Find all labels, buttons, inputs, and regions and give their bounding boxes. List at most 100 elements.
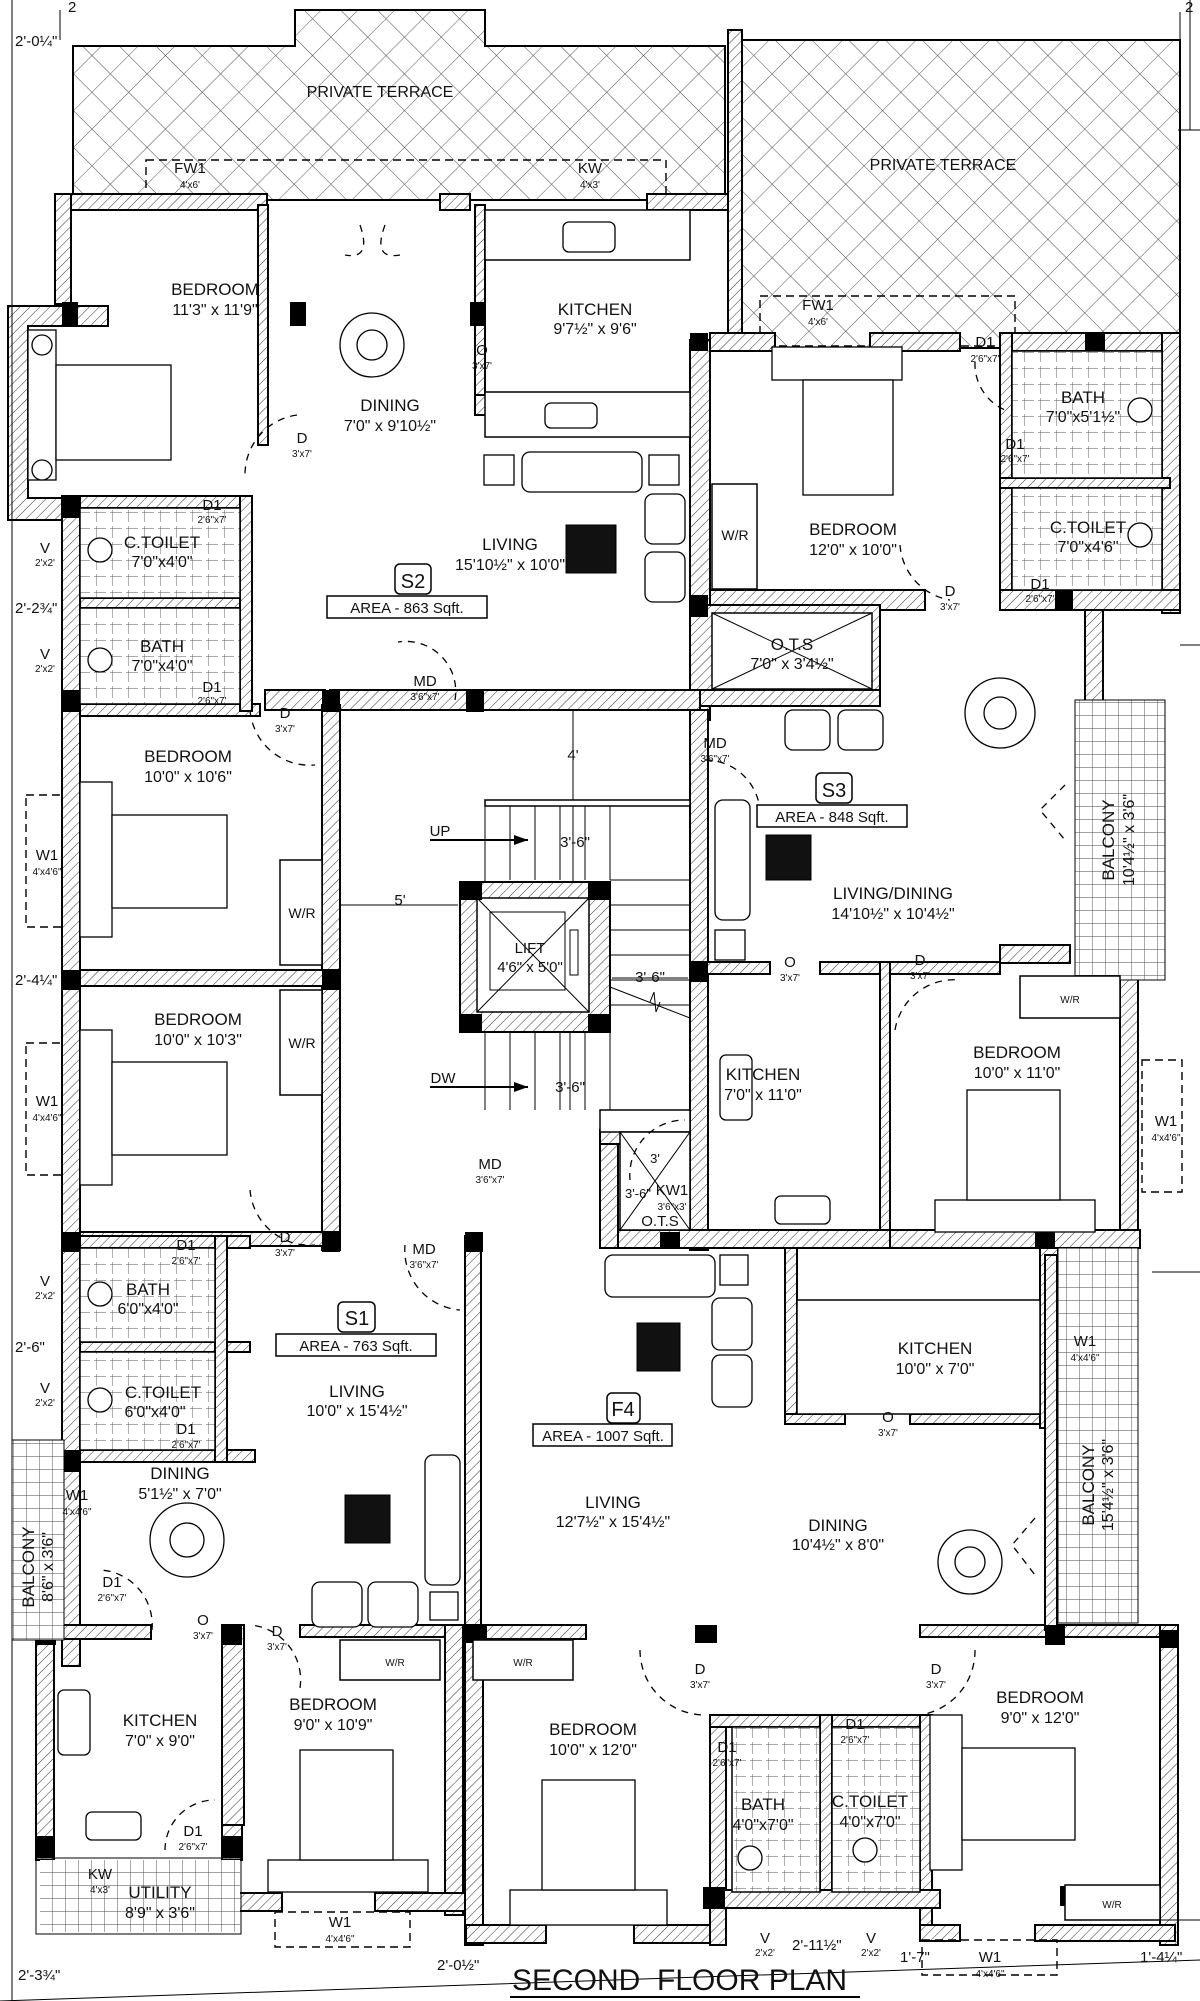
wall bbox=[79, 1449, 256, 1463]
ots-cross bbox=[711, 612, 873, 690]
s2-bed3-size: 10'0" x 10'3" bbox=[154, 1032, 242, 1049]
door-d1-size: 2'6"x7' bbox=[178, 1842, 207, 1853]
window-w1-size: 4'x4'6" bbox=[1151, 1133, 1181, 1144]
s1-living-size: 10'0" x 15'4½" bbox=[306, 1403, 407, 1420]
window-w1-label: W1 bbox=[1155, 1113, 1178, 1130]
opening-o-label: O bbox=[197, 1612, 209, 1629]
window-v-size: 2'x2' bbox=[861, 1948, 881, 1959]
door-d1-size: 2'6"x7' bbox=[197, 696, 226, 707]
door-d-label: D bbox=[272, 1623, 283, 1640]
s2-bed3-label: BEDROOM bbox=[154, 1010, 242, 1029]
door-d1-size: 2'6"x7' bbox=[1025, 594, 1054, 605]
door-d1-label: D1 bbox=[717, 1739, 736, 1756]
wall bbox=[1034, 1924, 1176, 1942]
f4-ctoilet-size: 4'0"x7'0" bbox=[839, 1814, 900, 1831]
door-d-size: 3'x7' bbox=[275, 724, 295, 735]
ots-small-label: O.T.S bbox=[641, 1213, 679, 1230]
s3-living-label: LIVING/DINING bbox=[833, 884, 953, 903]
unit-id: F4 bbox=[611, 1399, 634, 1421]
ots-size: 7'0" x 3'4½" bbox=[750, 656, 833, 673]
window-w1-label: W1 bbox=[36, 847, 59, 864]
wall bbox=[79, 969, 341, 987]
opening-o-label: O bbox=[476, 342, 488, 359]
window-w1-size: 4'x4'6" bbox=[62, 1507, 92, 1518]
f4-ctoilet-floor bbox=[831, 1726, 921, 1893]
window-v-label: V bbox=[866, 1930, 876, 1947]
s2-living-label: LIVING bbox=[482, 535, 538, 554]
door-d1-label: D1 bbox=[975, 334, 994, 351]
door-md-size: 3'6"x7' bbox=[475, 1175, 504, 1186]
s3-bath-label: BATH bbox=[1061, 388, 1105, 407]
s1-bedroom-size: 9'0" x 10'9" bbox=[294, 1717, 373, 1734]
door-d1-label: D1 bbox=[176, 1421, 195, 1438]
s3-bed2-label: BEDROOM bbox=[973, 1043, 1061, 1062]
dim-bottom-mid: 2'-0½" bbox=[437, 1957, 479, 1974]
f4-bath-size: 4'0"x7'0" bbox=[732, 1817, 793, 1834]
wardrobe-label: W/R bbox=[385, 1658, 404, 1669]
window-w1-label: W1 bbox=[1074, 1333, 1097, 1350]
dim-3-6-kw1: 3'-6" bbox=[625, 1186, 651, 1201]
s1-balcony-label: BALCONY bbox=[19, 1526, 38, 1607]
s1-utility-label: UTILITY bbox=[128, 1883, 191, 1902]
lift-label: LIFT bbox=[515, 940, 546, 957]
s3-bed2-size: 10'0" x 11'0" bbox=[974, 1065, 1061, 1082]
dim-left-2: 2'-4¼" bbox=[15, 972, 57, 989]
door-d-size: 3'x7' bbox=[910, 971, 930, 982]
dim-4ft: 4' bbox=[567, 747, 578, 764]
wall bbox=[784, 1247, 798, 1424]
s2-dining-size: 7'0" x 9'10½" bbox=[344, 418, 436, 435]
dim-left-1: 2'-2¾" bbox=[15, 600, 57, 617]
f4-kitchen-label: KITCHEN bbox=[898, 1339, 973, 1358]
kw-utility-size: 4'x3' bbox=[90, 1885, 110, 1896]
wall bbox=[464, 1235, 482, 1637]
door-d-size: 3'x7' bbox=[690, 1680, 710, 1691]
s1-dining-label: DINING bbox=[150, 1464, 210, 1483]
s3-balcony-floor bbox=[1075, 700, 1165, 980]
door-d1-label: D1 bbox=[1030, 576, 1049, 593]
wall bbox=[599, 1129, 619, 1249]
window-w1-size: 4'x4'6" bbox=[1070, 1353, 1100, 1364]
wall bbox=[889, 1229, 1141, 1249]
door-d1-size: 2'6"x7' bbox=[197, 515, 226, 526]
wall bbox=[727, 29, 743, 341]
s1-bath-label: BATH bbox=[126, 1280, 170, 1299]
s1-kitchen-size: 7'0" x 9'0" bbox=[125, 1733, 195, 1750]
wall bbox=[465, 1924, 547, 1944]
wall bbox=[79, 703, 261, 717]
room-labels: BEDROOM 11'3" x 11'9" DINING 7'0" x 9'10… bbox=[19, 280, 1138, 1922]
dim-bottom-left: 2'-3¾" bbox=[18, 1967, 60, 1984]
unit-tag-s2: S2 AREA - 863 Sqft. bbox=[326, 563, 488, 619]
door-d1-size: 2'6"x7' bbox=[712, 1758, 741, 1769]
wall bbox=[999, 944, 1071, 964]
lift bbox=[459, 881, 611, 1033]
fw1-right-label: FW1 bbox=[802, 297, 834, 314]
door-d1-label: D1 bbox=[202, 497, 221, 514]
s3-ctoilet-size: 7'0"x4'6" bbox=[1057, 539, 1118, 556]
window-v-size: 2'x2' bbox=[755, 1948, 775, 1959]
terrace-left-label: PRIVATE TERRACE bbox=[307, 84, 454, 101]
door-md-label: MD bbox=[703, 735, 726, 752]
door-d1-label: D1 bbox=[845, 1716, 864, 1733]
f4-bedroom-label: BEDROOM bbox=[549, 1720, 637, 1739]
door-d-label: D bbox=[280, 705, 291, 722]
door-d-size: 3'x7' bbox=[267, 1642, 287, 1653]
s3-kitchen-label: KITCHEN bbox=[726, 1065, 801, 1084]
s1-dining-size: 5'1½" x 7'0" bbox=[138, 1486, 221, 1503]
dim-3-6-up: 3'-6" bbox=[560, 834, 590, 851]
wall bbox=[599, 1229, 891, 1249]
door-md-size: 3'6"x7' bbox=[410, 692, 439, 703]
window-v-size: 2'x2' bbox=[35, 1398, 55, 1409]
f4-living-label: LIVING bbox=[585, 1493, 641, 1512]
s3-kitchen-size: 7'0" x 11'0" bbox=[724, 1087, 802, 1104]
s1-balcony-floor bbox=[12, 1440, 64, 1640]
lift-size: 4'6" x 5'0" bbox=[497, 959, 563, 976]
door-d1-size: 2'6"x7' bbox=[171, 1440, 200, 1451]
wall bbox=[35, 1624, 55, 1861]
door-d1-size: 2'6"x7' bbox=[840, 1735, 869, 1746]
staircase bbox=[484, 799, 691, 1133]
door-d1-size: 2'6"x7' bbox=[970, 354, 999, 365]
s1-bath-size: 6'0"x4'0" bbox=[117, 1301, 178, 1318]
f4-kitchen-size: 10'0" x 7'0" bbox=[896, 1361, 975, 1378]
wall bbox=[79, 597, 251, 609]
s2-bath-size: 7'0"x4'0" bbox=[131, 658, 192, 675]
